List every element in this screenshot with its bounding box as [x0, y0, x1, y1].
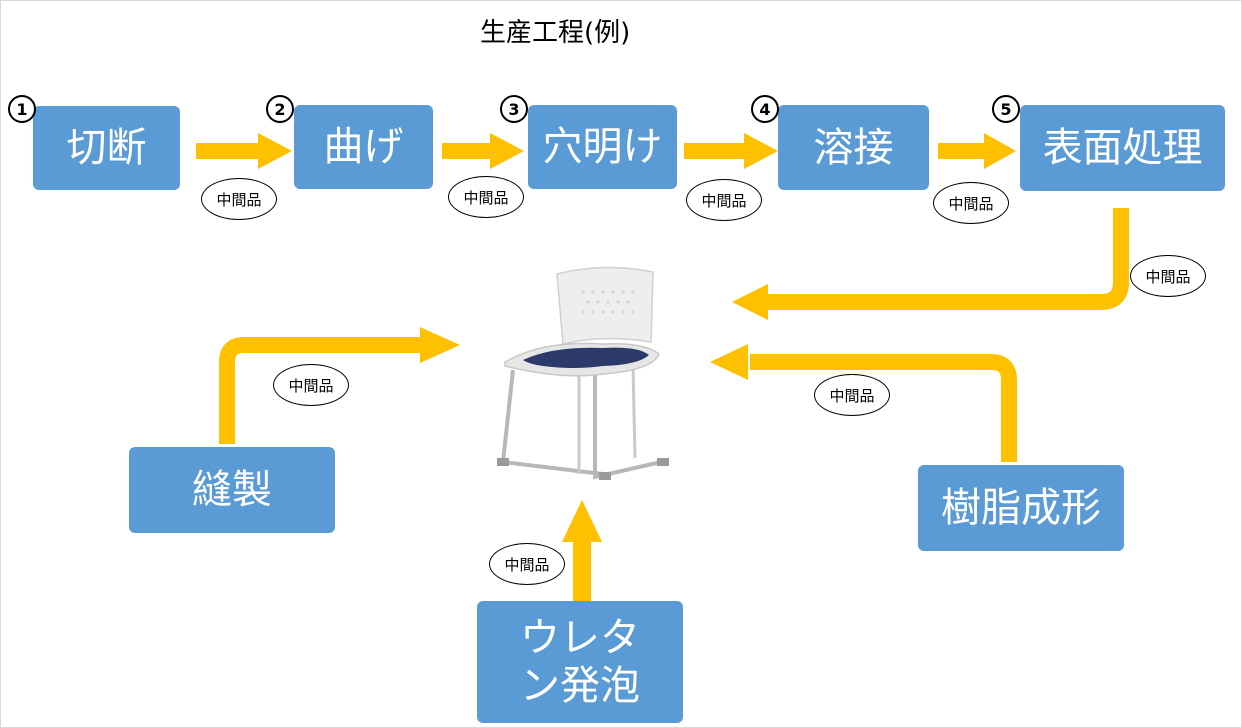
arrow-sewing-to-chair — [219, 337, 422, 444]
intermediate-oval: 中間品 — [933, 182, 1009, 224]
arrowhead-resin — [710, 344, 748, 380]
arrowhead-sewing — [420, 327, 460, 363]
arrow-surface-to-chair — [766, 208, 1129, 310]
chair-image — [497, 266, 669, 480]
step-bending-label: 曲げ — [323, 124, 404, 170]
step-cutting-box: 切断 — [33, 106, 180, 190]
process-urethane-foam-box: ウレタン発泡 — [477, 601, 683, 723]
intermediate-oval: 中間品 — [448, 176, 524, 218]
intermediate-oval: 中間品 — [489, 543, 565, 585]
intermediate-oval: 中間品 — [273, 364, 349, 406]
intermediate-oval: 中間品 — [1130, 255, 1206, 297]
arrow-step3-to-step4 — [684, 133, 778, 169]
step-number-5: 5 — [992, 95, 1020, 123]
step-surface-treatment-box: 表面処理 — [1020, 105, 1225, 191]
arrow-resin-to-chair — [750, 354, 1017, 462]
intermediate-oval: 中間品 — [686, 179, 762, 221]
step-number-1: 1 — [8, 95, 36, 123]
process-sewing-label: 縫製 — [192, 467, 272, 513]
process-resin-molding-box: 樹脂成形 — [918, 465, 1124, 551]
process-resin-molding-label: 樹脂成形 — [941, 485, 1101, 531]
step-welding-box: 溶接 — [778, 105, 929, 190]
arrow-step2-to-step3 — [442, 133, 524, 169]
arrow-step4-to-step5 — [938, 133, 1016, 169]
step-number-4: 4 — [751, 95, 779, 123]
step-number-3: 3 — [500, 95, 528, 123]
step-surface-treatment-label: 表面処理 — [1042, 125, 1203, 171]
process-sewing-box: 縫製 — [129, 447, 335, 533]
intermediate-oval: 中間品 — [814, 374, 890, 416]
process-urethane-foam-label: ウレタン発泡 — [520, 615, 640, 709]
diagram-title: 生産工程(例) — [480, 18, 631, 48]
intermediate-oval: 中間品 — [201, 178, 277, 220]
step-bending-box: 曲げ — [294, 105, 433, 189]
arrow-step1-to-step2 — [196, 133, 292, 169]
step-drilling-label: 穴明け — [542, 124, 663, 170]
arrow-urethane-to-chair — [562, 500, 602, 602]
arrowhead-surface — [732, 284, 768, 320]
step-drilling-box: 穴明け — [528, 105, 677, 189]
step-cutting-label: 切断 — [66, 125, 147, 171]
step-welding-label: 溶接 — [813, 124, 894, 171]
step-number-2: 2 — [266, 95, 294, 123]
